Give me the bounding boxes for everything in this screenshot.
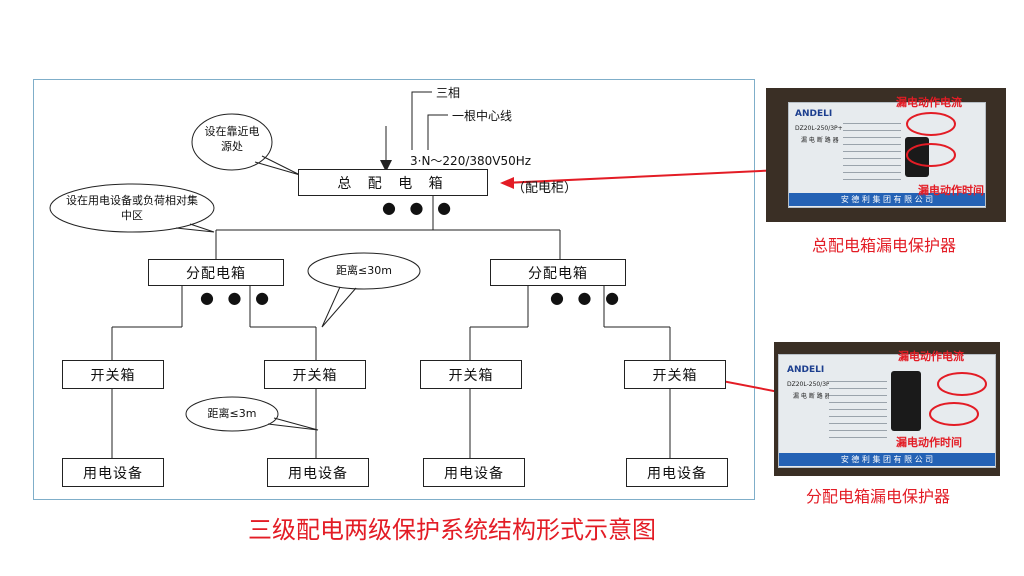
equipment-box-1: 用电设备 [62, 458, 164, 487]
main-box-rcd-photo: ANDELI DZ20L-250/3P+N 漏 电 断 路 器 安 德 利 集 … [766, 88, 1006, 222]
note-leak-time: 漏电动作时间 [918, 184, 984, 197]
highlight-circles [929, 372, 987, 426]
maker-stripe: 安 德 利 集 团 有 限 公 司 [789, 193, 985, 206]
breaker-switch [891, 371, 921, 431]
main-distribution-box: 总 配 电 箱 [298, 169, 488, 196]
three-phase-label: 三相 [436, 86, 461, 100]
model-text: DZ20L-250/3P+N [787, 381, 840, 388]
caption-main-rcd: 总配电箱漏电保护器 [812, 236, 957, 255]
cabinet-note: （配电柜） [512, 181, 578, 196]
equipment-box-3: 用电设备 [423, 458, 525, 487]
equipment-box-4: 用电设备 [626, 458, 728, 487]
brand-logo: ANDELI [795, 109, 833, 119]
note-leak-current: 漏电动作电流 [898, 350, 964, 363]
ellipsis-right: ● ● ● [550, 288, 624, 307]
bubble-distance-30m: 距离≤30m [336, 264, 392, 277]
switch-box-2: 开关箱 [264, 360, 366, 389]
page-title: 三级配电两级保护系统结构形式示意图 [248, 516, 656, 544]
sub-text: 漏 电 断 路 器 [801, 137, 839, 144]
highlight-circles [906, 112, 956, 167]
note-leak-current: 漏电动作电流 [896, 96, 962, 109]
switch-box-1: 开关箱 [62, 360, 164, 389]
maker-stripe: 安 德 利 集 团 有 限 公 司 [779, 453, 995, 466]
branch-box-right: 分配电箱 [490, 259, 626, 286]
model-text: DZ20L-250/3P+N [795, 125, 848, 132]
switch-box-3: 开关箱 [420, 360, 522, 389]
caption-branch-rcd: 分配电箱漏电保护器 [806, 487, 951, 506]
switch-box-4: 开关箱 [624, 360, 726, 389]
bubble-branch-location: 设在用电设备或负荷相对集中区 [66, 194, 198, 222]
neutral-line-label: 一根中心线 [452, 109, 513, 123]
branch-box-rcd-photo: ANDELI DZ20L-250/3P+N 漏 电 断 路 器 安 德 利 集 … [774, 342, 1000, 476]
bubble-distance-3m: 距离≤3m [207, 407, 257, 420]
diagram-frame [33, 79, 755, 500]
note-leak-time: 漏电动作时间 [896, 436, 962, 449]
sub-text: 漏 电 断 路 器 [793, 393, 831, 400]
spec-table [829, 375, 887, 443]
supply-label: 3·N～220/380V50Hz [410, 154, 532, 168]
ellipsis-left: ● ● ● [200, 288, 274, 307]
spec-table [843, 117, 901, 185]
brand-logo: ANDELI [787, 365, 825, 375]
rcd-device: ANDELI DZ20L-250/3P+N 漏 电 断 路 器 安 德 利 集 … [788, 102, 986, 208]
equipment-box-2: 用电设备 [267, 458, 369, 487]
branch-box-left: 分配电箱 [148, 259, 284, 286]
ellipsis-main: ● ● ● [382, 198, 456, 217]
bubble-main-location: 设在靠近电源处 [204, 125, 260, 153]
